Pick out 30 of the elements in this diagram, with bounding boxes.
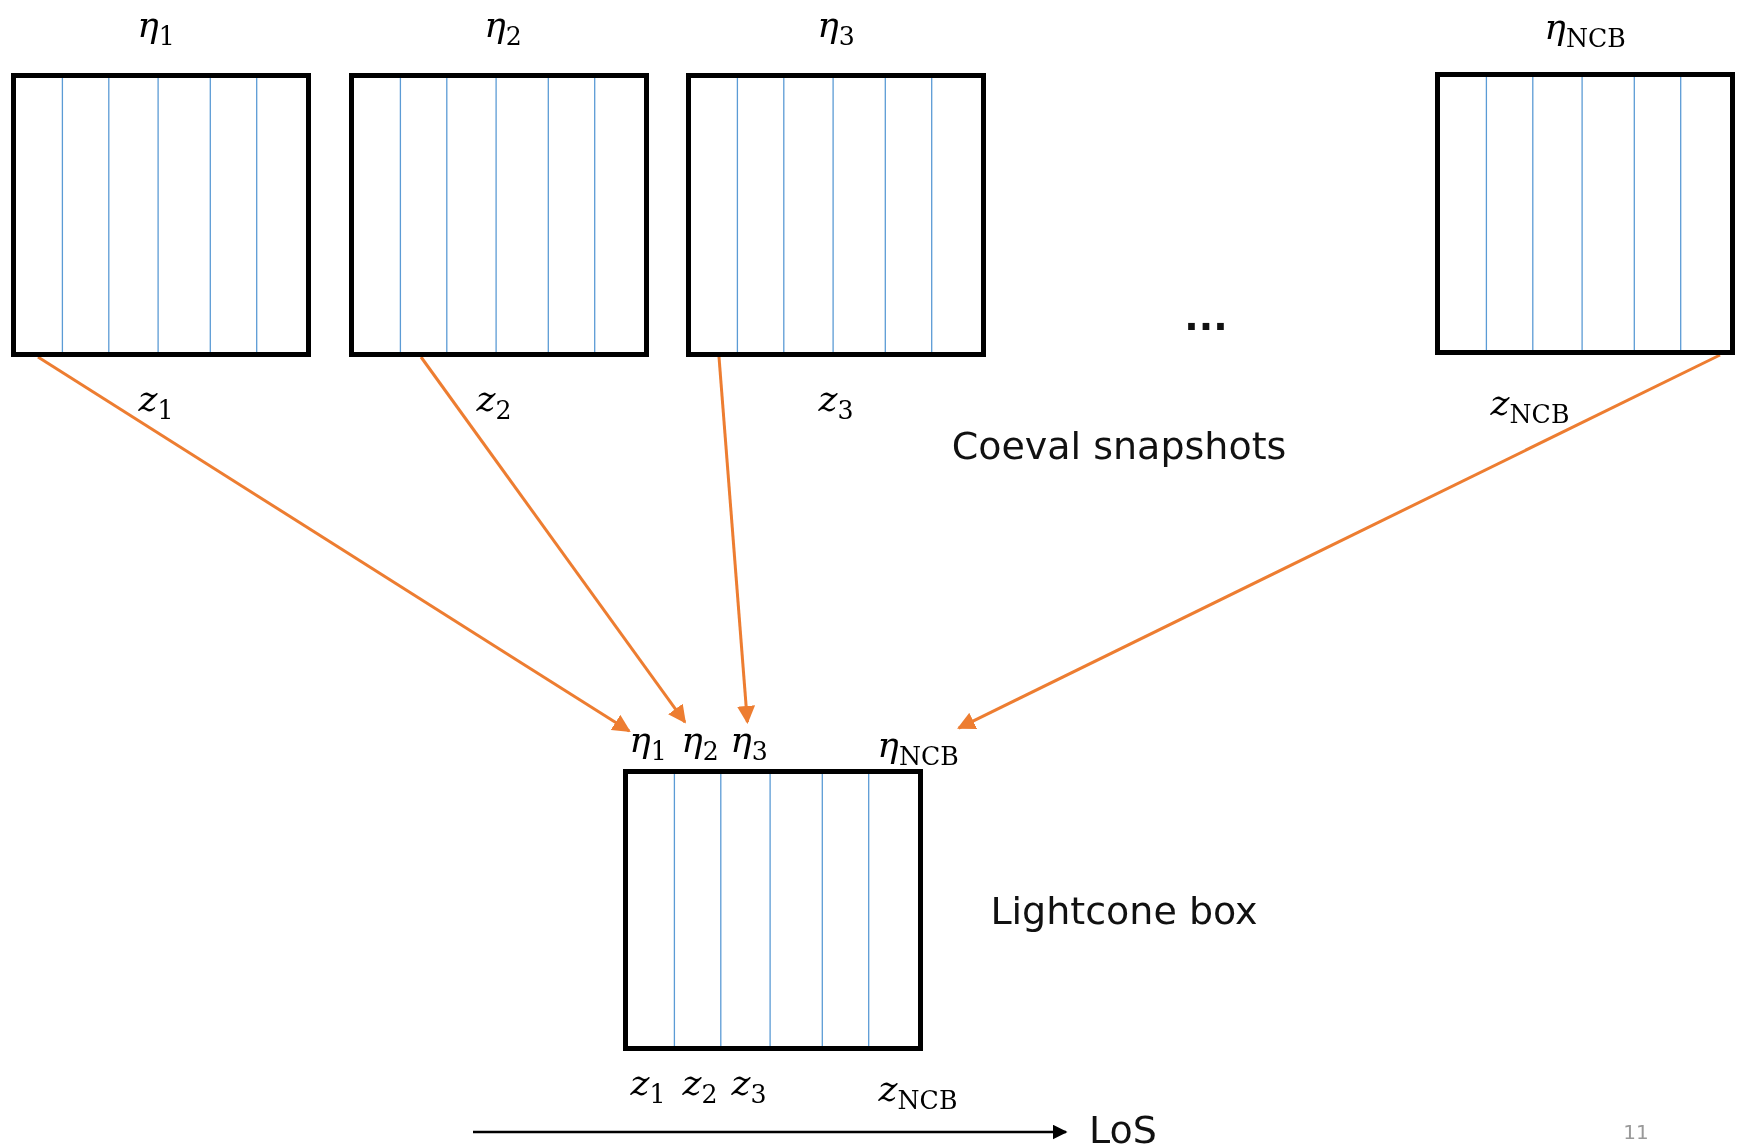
redshift-label: z$_{2}$: [682, 1065, 718, 1107]
snapshot-box: [1435, 72, 1735, 355]
arrow: [419, 356, 687, 724]
snapshot-box: [11, 73, 311, 357]
redshift-label: z$_{1}$: [138, 381, 174, 423]
page-number: 11: [1623, 1122, 1649, 1142]
lightcone-box: [623, 769, 923, 1051]
caption-text: LoS: [1089, 1111, 1157, 1148]
snapshot-box: [686, 73, 986, 357]
snapshot-heading: η$_{NCB}$: [1544, 9, 1626, 51]
arrow: [37, 355, 631, 733]
redshift-label: z$_{3}$: [818, 381, 854, 423]
redshift-label: z$_{NCB}$: [878, 1071, 958, 1113]
snapshot-box: [349, 73, 649, 357]
snapshot-heading: η$_{1}$: [137, 7, 175, 49]
slice-label: η$_{NCB}$: [877, 727, 959, 769]
redshift-label: z$_{3}$: [731, 1065, 767, 1107]
redshift-label: z$_{2}$: [476, 381, 512, 423]
caption-text: Coeval snapshots: [951, 427, 1287, 465]
slice-label: η$_{1}$: [629, 722, 667, 764]
box-caption: Lightcone box: [990, 892, 1258, 930]
snapshot-heading: η$_{3}$: [817, 7, 855, 49]
slice-label: η$_{2}$: [681, 722, 719, 764]
snapshot-heading: η$_{2}$: [484, 7, 522, 49]
redshift-label: z$_{NCB}$: [1490, 385, 1570, 427]
arrow: [717, 356, 756, 724]
arrow: [957, 353, 1721, 730]
slice-label: η$_{3}$: [730, 722, 768, 764]
ellipsis: ...: [1184, 298, 1228, 336]
redshift-label: z$_{1}$: [630, 1065, 666, 1107]
